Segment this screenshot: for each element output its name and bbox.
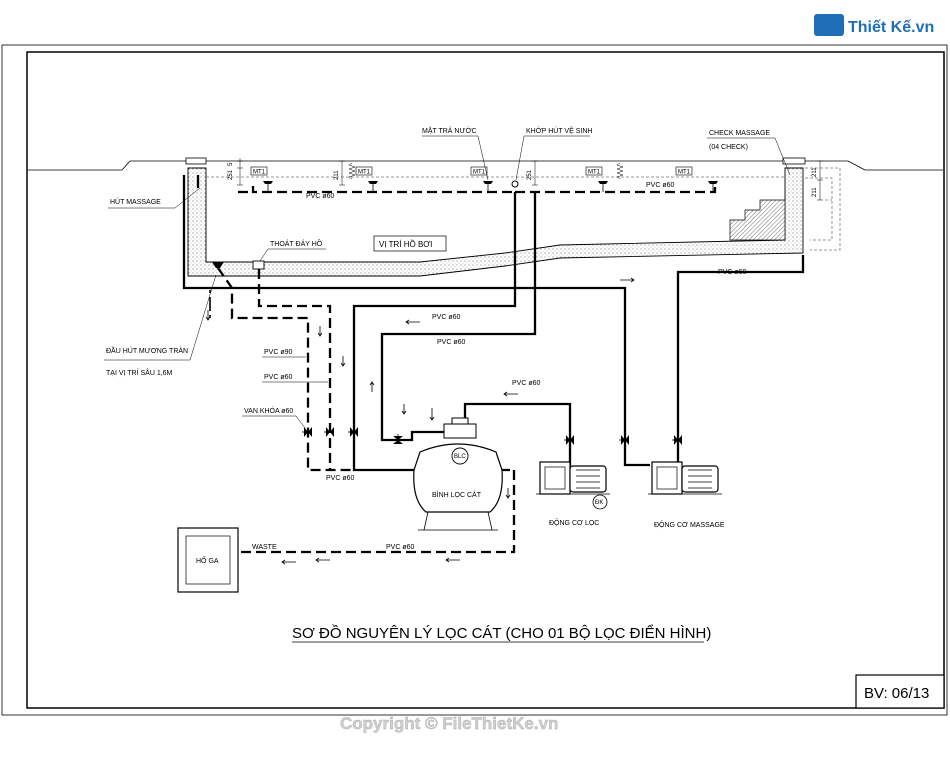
valve-icon xyxy=(302,427,312,437)
label-khop-hut: KHỚP HÚT VỆ SINH xyxy=(526,126,592,135)
bottom-drain: THOÁT ĐÁY HỒ xyxy=(212,238,326,270)
dim-211-a: 211 xyxy=(334,170,340,180)
dim-5-left: 5 xyxy=(228,162,234,166)
filter-tank-body xyxy=(413,443,503,513)
label-mat-tra-nuoc: MẶT TRẢ NƯỚC xyxy=(422,126,477,135)
label-dong-co-massage: ĐỘNG CƠ MASSAGE xyxy=(654,520,725,529)
inlet-icon xyxy=(708,181,718,192)
svg-text:MT1: MT1 xyxy=(358,170,371,176)
label-pvc60-mid1: PVC ø60 xyxy=(432,314,461,321)
sheet-number: BV: 06/13 xyxy=(864,685,929,702)
overflow-edge-left xyxy=(185,157,207,165)
label-dong-co-loc: ĐỘNG CƠ LỌC xyxy=(549,518,599,527)
logo-text: File Thiết Kế.vn xyxy=(816,19,934,36)
label-pvc60-right: PVC ø60 xyxy=(718,269,747,276)
suction-head-icon xyxy=(212,262,224,268)
label-pvc60-waste: PVC ø60 xyxy=(386,544,415,551)
vacuum-fitting-icon xyxy=(511,180,519,188)
massage-pump: ĐỘNG CƠ MASSAGE xyxy=(648,461,725,529)
label-pvc60-mid2: PVC ø60 xyxy=(437,339,466,346)
label-pvc60-left: PVC ø60 xyxy=(264,374,293,381)
dimension-marks: 251 5 211 251 211 211 xyxy=(228,158,823,201)
svg-text:MT1: MT1 xyxy=(473,170,486,176)
sheet-box: BV: 06/13 xyxy=(855,674,945,709)
piping xyxy=(182,175,805,554)
logo-badge-icon xyxy=(814,14,844,36)
valves xyxy=(302,427,682,445)
outer-frame xyxy=(1,44,948,716)
valve-icon xyxy=(619,435,629,445)
label-van-khoa: VAN KHÓA ø60 xyxy=(244,406,293,415)
filter-pump: ĐK ĐỘNG CƠ LỌC xyxy=(536,461,610,527)
left-pipe-labels: PVC ø90 PVC ø60 VAN KHÓA ø60 PVC ø60 PVC… xyxy=(242,269,747,482)
pool-label: VỊ TRÍ HỒ BƠI xyxy=(373,235,447,252)
svg-text:VỊ TRÍ HỒ BƠI: VỊ TRÍ HỒ BƠI xyxy=(379,239,432,249)
valve-icon xyxy=(393,434,403,444)
label-ho-ga: HỐ GA xyxy=(196,555,219,565)
svg-text:MT1: MT1 xyxy=(253,170,266,176)
suction-label: ĐẦU HÚT MƯƠNG TRÀN TẠI VỊ TRÍ SÂU 1,6M xyxy=(104,274,217,377)
top-labels: MẶT TRẢ NƯỚC KHỚP HÚT VỆ SINH CHECK MASS… xyxy=(108,126,791,209)
dim-211-right-b: 211 xyxy=(812,187,818,197)
drawing-title: SƠ ĐỒ NGUYÊN LÝ LỌC CÁT (CHO 01 BỘ LỌC Đ… xyxy=(292,624,711,643)
label-check-massage: CHECK MASSAGE xyxy=(709,130,770,137)
return-pipe-top xyxy=(238,186,717,194)
svg-text:ĐK: ĐK xyxy=(595,500,603,506)
dim-251-mid: 251 xyxy=(527,169,533,180)
label-waste: WASTE xyxy=(252,544,277,551)
label-pvc90: PVC ø90 xyxy=(264,349,293,356)
control-box-icon xyxy=(592,494,608,510)
overflow-edge-right xyxy=(782,157,806,165)
valve-icon xyxy=(324,427,334,437)
inlet-icon xyxy=(263,181,273,192)
label-check-count: (04 CHECK) xyxy=(709,144,748,151)
inner-frame xyxy=(26,51,945,709)
label-pvc60-pump: PVC ø60 xyxy=(512,380,541,387)
label-dau-hut-2: TẠI VỊ TRÍ SÂU 1,6M xyxy=(106,368,173,377)
title-text: SƠ ĐỒ NGUYÊN LÝ LỌC CÁT (CHO 01 BỘ LỌC Đ… xyxy=(292,624,711,642)
logo: File Thiết Kế.vn xyxy=(814,14,934,36)
label-thoat-day: THOÁT ĐÁY HỒ xyxy=(270,238,323,248)
pool-steps xyxy=(729,199,786,241)
blc-tag: BLC xyxy=(454,454,466,460)
label-pvc60-bottom: PVC ø60 xyxy=(326,475,355,482)
svg-text:MT1: MT1 xyxy=(678,170,691,176)
waste-pit: HỐ GA WASTE PVC ø60 xyxy=(177,527,415,593)
label-hut-massage: HÚT MASSAGE xyxy=(110,197,161,206)
ground-line xyxy=(28,160,943,171)
return-inlets xyxy=(263,180,718,192)
dim-251-left: 251 xyxy=(228,169,234,180)
valve-icon xyxy=(348,427,358,437)
label-pvc60-top: PVC ø60 xyxy=(306,193,335,200)
main-drain-icon xyxy=(252,260,265,270)
sand-filter: BLC BÌNH LỌC CÁT xyxy=(413,417,503,531)
ghost-profile-right xyxy=(805,167,841,251)
pool-structure xyxy=(185,157,806,277)
label-pvc60-top2: PVC ø60 xyxy=(646,182,675,189)
inlet-icon xyxy=(368,181,378,192)
inlet-icon xyxy=(598,181,608,192)
watermark: Copyright © FileThietKe.vn xyxy=(340,714,558,733)
flow-arrows xyxy=(205,277,635,565)
label-dau-hut-1: ĐẦU HÚT MƯƠNG TRÀN xyxy=(106,345,188,355)
spring-mark-left xyxy=(348,162,356,180)
mt1-tags: MT1 MT1 MT1 MT1 MT1 xyxy=(250,166,693,176)
spring-mark-right xyxy=(616,162,624,180)
multiport-valve-icon xyxy=(443,423,477,439)
valve-icon xyxy=(564,435,574,445)
dim-211-right-a: 211 xyxy=(812,167,818,177)
inlet-icon xyxy=(483,181,493,192)
label-binh-loc: BÌNH LỌC CÁT xyxy=(432,490,482,499)
valve-icon xyxy=(672,435,682,445)
svg-text:MT1: MT1 xyxy=(588,170,601,176)
